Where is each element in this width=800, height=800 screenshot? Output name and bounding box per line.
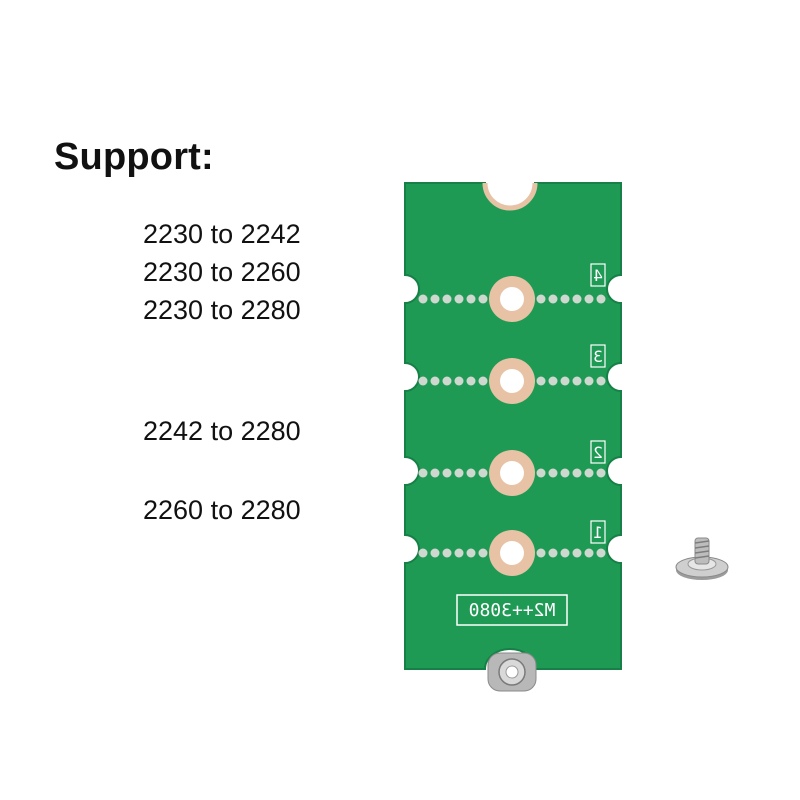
svg-text:4: 4: [593, 266, 603, 285]
mount-hole-1: [489, 530, 535, 576]
screw-icon: [675, 537, 729, 580]
model-marking: M2++3080: [456, 594, 568, 626]
size-option-5: 2260 to 2280: [143, 495, 301, 525]
page-title: Support:: [54, 136, 214, 178]
standoff-icon: [487, 652, 537, 692]
via-row-4: [418, 548, 606, 558]
via-row-3: [418, 468, 606, 478]
mount-hole-4: [489, 276, 535, 322]
via-row-1: [418, 294, 606, 304]
hole-label-1: 1: [590, 520, 606, 544]
size-option-4: 2242 to 2280: [143, 416, 301, 446]
mount-hole-2: [489, 450, 535, 496]
svg-text:3: 3: [593, 347, 603, 366]
size-option-1: 2230 to 2242: [143, 219, 301, 249]
size-option-3: 2230 to 2280: [143, 295, 301, 325]
svg-text:2: 2: [593, 443, 603, 462]
m2-adapter-board-icon: 4 3 2 1 M2++3080: [404, 182, 622, 692]
top-notch-pad: [482, 182, 538, 211]
size-option-2: 2230 to 2260: [143, 257, 301, 287]
svg-text:1: 1: [593, 523, 603, 542]
hole-label-2: 2: [590, 440, 606, 464]
hole-label-3: 3: [590, 344, 606, 368]
via-row-2: [418, 376, 606, 386]
mount-hole-3: [489, 358, 535, 404]
pcb-body: [404, 182, 622, 670]
hole-label-4: 4: [590, 263, 606, 287]
svg-text:M2++3080: M2++3080: [469, 600, 556, 621]
